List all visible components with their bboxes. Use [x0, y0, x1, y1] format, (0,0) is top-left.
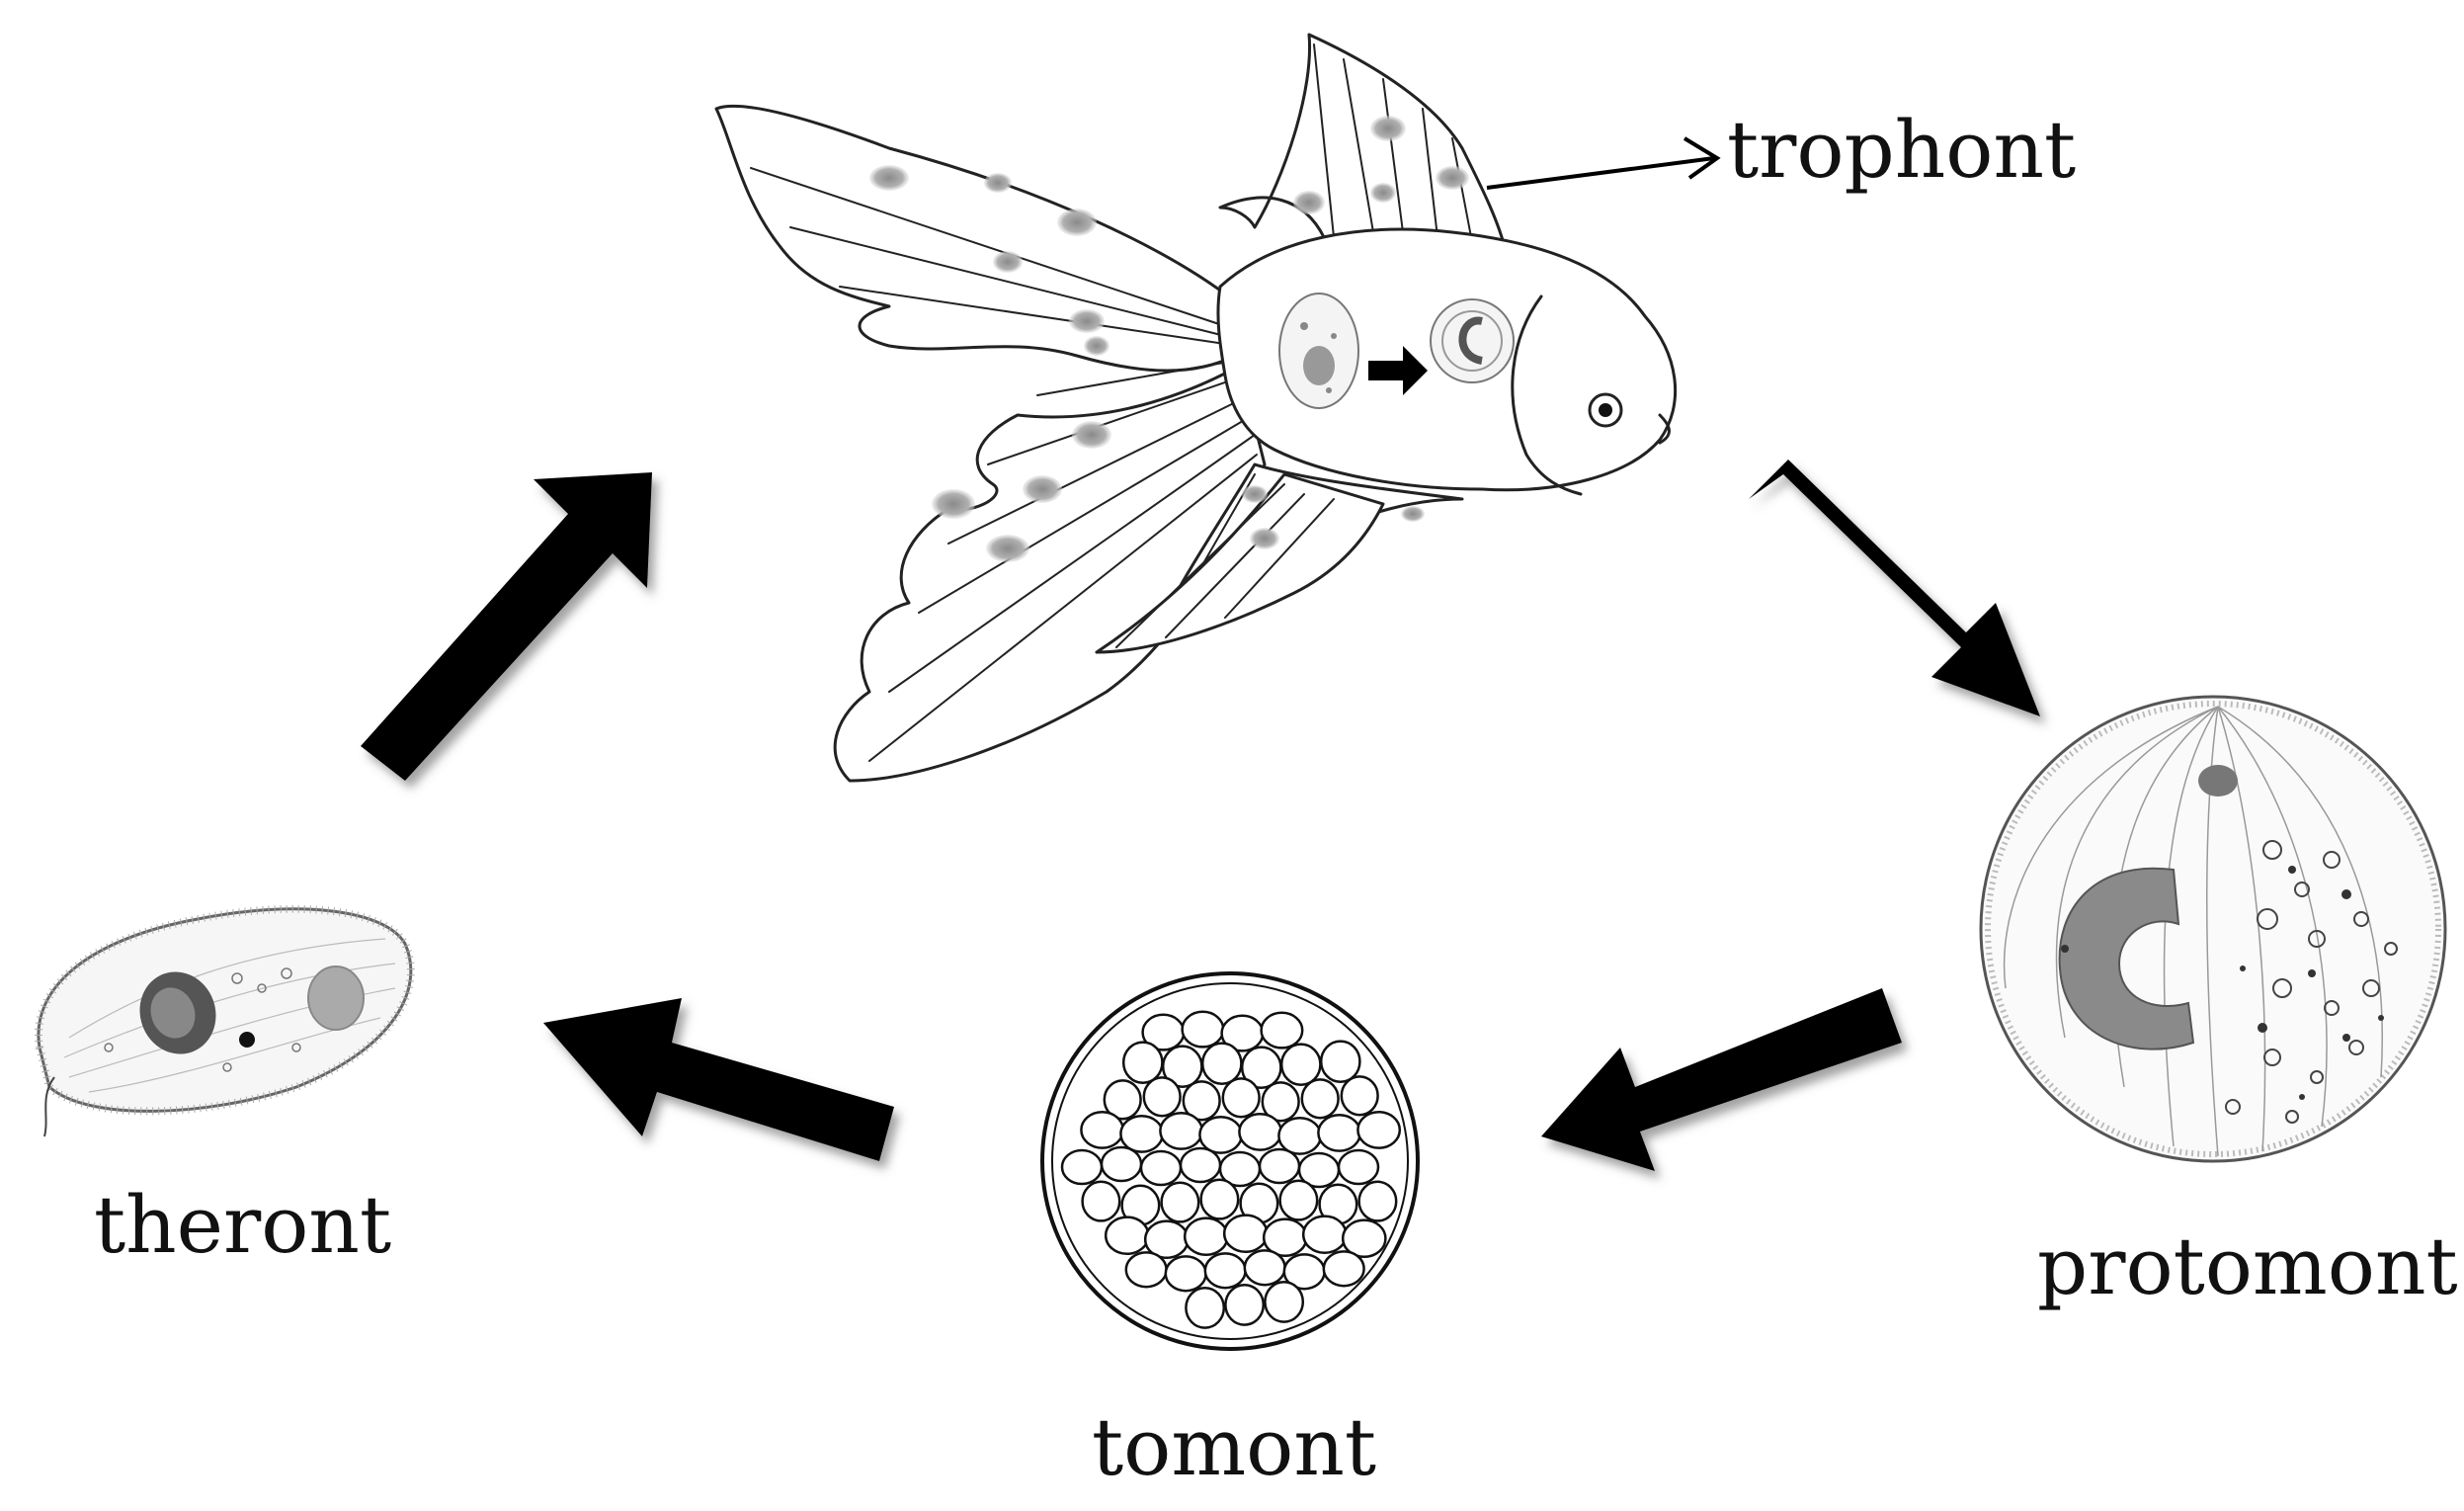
tomont-daughter-cell: [1179, 1146, 1222, 1184]
trophont-spots: [869, 116, 1469, 562]
tomont-daughter-cell: [1139, 1149, 1183, 1187]
tomont-daughter-cell: [1319, 1040, 1361, 1084]
tomont-cyst-icon: [1040, 971, 1420, 1351]
tomont-daughter-cell: [1081, 1180, 1121, 1222]
tomont-daughter-cell: [1222, 1214, 1269, 1254]
tomont-daughter-cell: [1301, 1215, 1348, 1255]
tomont-daughter-cell: [1199, 1178, 1240, 1220]
tomont-daughter-cell: [1317, 1113, 1362, 1152]
tomont-daughter-cell: [1100, 1145, 1143, 1183]
tomont-daughter-cell: [1264, 1280, 1305, 1323]
tomont-daughter-cell: [1060, 1148, 1104, 1186]
tomont-daughter-cell: [1279, 1043, 1322, 1087]
label-tomont: tomont: [1092, 1401, 1377, 1493]
tomont-daughter-cell: [1238, 1112, 1283, 1151]
tomont-daughter-cell: [1221, 1077, 1261, 1119]
tomont-daughter-cell: [1261, 1081, 1300, 1123]
tomont-daughter-cell: [1103, 1079, 1142, 1121]
tomont-daughter-cell: [1121, 1041, 1164, 1085]
arrow-fish-to-protomont: [1749, 460, 2040, 716]
tomont-daughter-cell: [1119, 1114, 1165, 1153]
tomont-daughter-cell: [1356, 1110, 1402, 1149]
tomont-daughter-cell: [1198, 1115, 1244, 1154]
tomont-daughter-cell: [1224, 1283, 1266, 1326]
tomont-daughter-cell: [1159, 1111, 1204, 1150]
tomont-daughter-cell: [1357, 1180, 1398, 1222]
tomont-daughter-cell: [1260, 1011, 1304, 1049]
tomont-daughter-cell: [1160, 1181, 1200, 1223]
tomont-daughter-cell: [1258, 1147, 1301, 1185]
theront-cell-icon: [34, 904, 415, 1137]
tomont-daughter-cell: [1124, 1251, 1168, 1289]
label-protomont: protomont: [2037, 1220, 2458, 1312]
tomont-daughter-cell: [1340, 1075, 1379, 1117]
tomont-daughter-cell: [1337, 1148, 1380, 1186]
label-theront: theront: [94, 1179, 392, 1271]
tomont-daughter-cell: [1341, 1218, 1387, 1259]
tomont-daughter-cell: [1243, 1249, 1286, 1287]
label-trophont: trophont: [1727, 104, 2077, 196]
tomont-daughter-cell: [1203, 1252, 1247, 1290]
protomont-cell-icon: [1979, 695, 2447, 1163]
cycle-arrows: [361, 460, 2040, 1171]
tomont-daughter-cell: [1183, 1217, 1229, 1257]
fish-pupil-icon: [1599, 403, 1612, 417]
trophont-cell-icon: [1278, 293, 1515, 409]
tomont-daughter-cell: [1164, 1255, 1207, 1293]
tomont-daughter-cell: [1142, 1076, 1182, 1118]
tomont-daughter-cell: [1277, 1116, 1323, 1155]
arrow-theront-to-fish: [361, 472, 652, 781]
tomont-daughter-cell: [1104, 1216, 1150, 1256]
tomont-daughter-cell: [1322, 1250, 1365, 1288]
tomont-daughter-cell: [1278, 1179, 1319, 1221]
tomont-daughter-cell: [1080, 1110, 1125, 1149]
goldfish-icon: [714, 33, 1678, 783]
tomont-daughter-cell: [1300, 1078, 1340, 1120]
trophont-pointer: [1486, 136, 1721, 190]
tomont-daughter-cell: [1200, 1042, 1243, 1086]
tomont-daughter-cell: [1185, 1286, 1226, 1329]
tomont-daughter-cell: [1182, 1080, 1221, 1122]
arrow-tomont-to-theront: [543, 998, 894, 1161]
arrow-protomont-to-tomont: [1541, 988, 1902, 1171]
tomont-daughter-cell: [1181, 1010, 1225, 1049]
